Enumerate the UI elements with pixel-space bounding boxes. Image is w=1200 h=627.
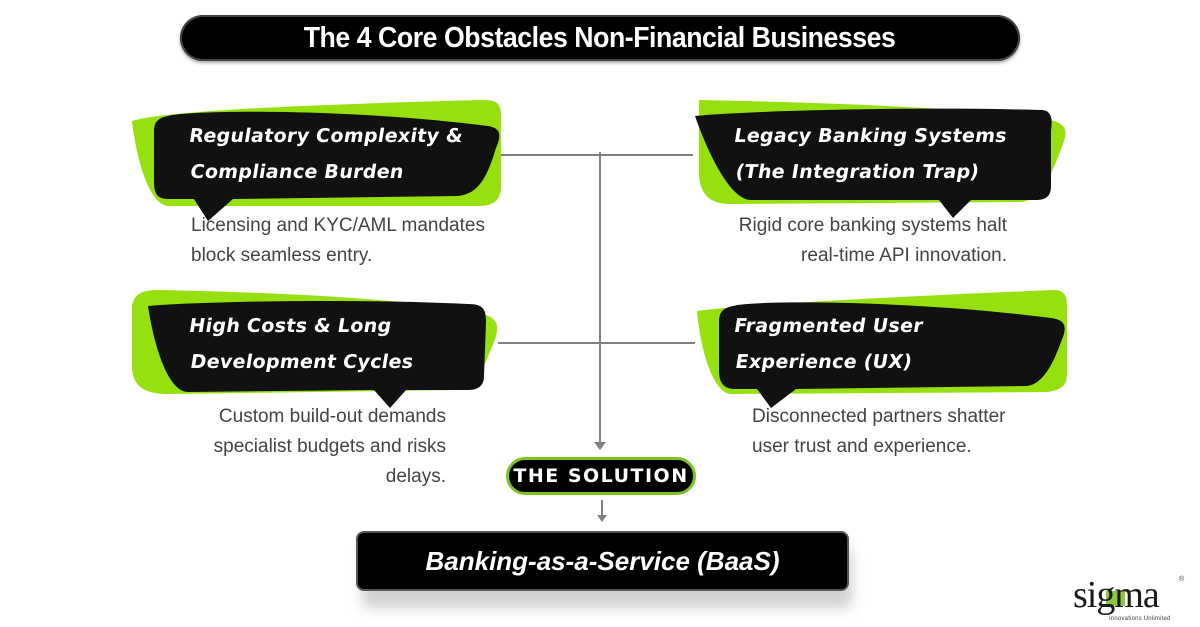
obstacle-card-fragmented-ux: Fragmented User Experience (UX) Disconne… bbox=[691, 286, 1111, 476]
logo-tagline: Innovations Unlimited bbox=[1109, 616, 1171, 622]
obstacle-card-high-costs: High Costs & Long Development Cycles Cus… bbox=[128, 286, 548, 496]
card-background-shape bbox=[132, 100, 501, 221]
solution-value: Banking-as-a-Service (BaaS) bbox=[425, 545, 780, 576]
obstacle-card-legacy: Legacy Banking Systems (The Integration … bbox=[691, 96, 1111, 276]
solution-box: Banking-as-a-Service (BaaS) bbox=[356, 531, 849, 591]
title-banner: The 4 Core Obstacles Non-Financial Busin… bbox=[180, 15, 1020, 61]
page-title: The 4 Core Obstacles Non-Financial Busin… bbox=[304, 21, 896, 54]
card-title: Legacy Banking Systems (The Integration … bbox=[733, 125, 1008, 183]
card-background-shape bbox=[132, 290, 498, 408]
solution-label: THE SOLUTION bbox=[513, 465, 689, 487]
solution-badge: THE SOLUTION bbox=[506, 457, 696, 495]
card-background-shape bbox=[695, 100, 1066, 218]
obstacle-card-regulatory: Regulatory Complexity & Compliance Burde… bbox=[128, 96, 548, 276]
card-title: Fragmented User Experience (UX) bbox=[733, 315, 924, 373]
logo-wordmark: sigma bbox=[1073, 574, 1160, 616]
card-background-shape bbox=[697, 290, 1067, 408]
card-description: Rigid core banking systems halt real-tim… bbox=[738, 215, 1007, 266]
card-description: Licensing and KYC/AML mandates block sea… bbox=[191, 215, 485, 266]
sigma-logo: sigma ® Innovations Unlimited bbox=[1073, 576, 1185, 622]
card-description: Custom build-out demands specialist budg… bbox=[213, 406, 446, 487]
card-description: Disconnected partners shatter user trust… bbox=[752, 406, 1006, 457]
arrow-down-icon bbox=[594, 442, 606, 450]
card-title: High Costs & Long Development Cycles bbox=[188, 315, 414, 373]
arrow-down-icon bbox=[597, 515, 607, 522]
logo-green-square bbox=[1106, 591, 1125, 606]
card-title: Regulatory Complexity & Compliance Burde… bbox=[188, 125, 464, 183]
registered-mark: ® bbox=[1179, 576, 1185, 583]
